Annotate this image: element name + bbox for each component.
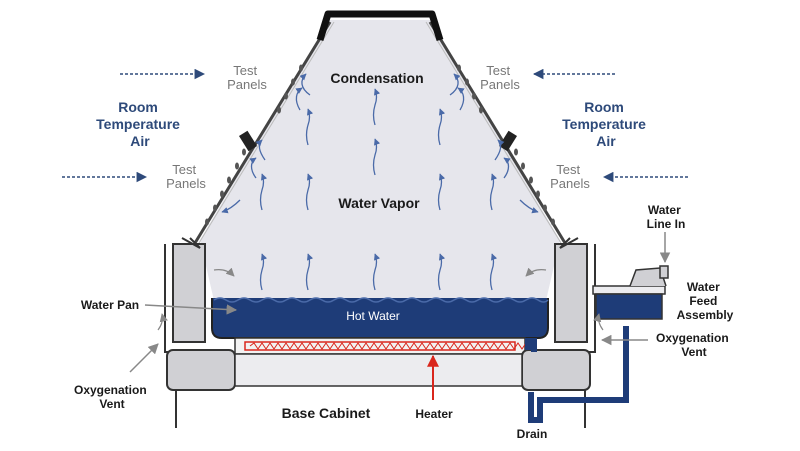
left-panel-wall	[193, 21, 332, 244]
oxygenation-vent-left-arrow	[129, 343, 159, 373]
water-feed-assembly	[592, 265, 669, 320]
heater-element	[244, 341, 516, 351]
chamber-interior	[200, 20, 560, 305]
panel-clip-left	[238, 130, 258, 152]
water-line-in-label: Water Line In	[647, 203, 686, 231]
base-cabinet-label: Base Cabinet	[282, 405, 371, 421]
right-panel-wall	[428, 21, 567, 244]
oxygenation-vent-label-left: Oxygenation Vent	[74, 383, 150, 411]
condensation-label: Condensation	[330, 70, 423, 86]
condensation-flow-arrows	[221, 73, 539, 214]
condensate-droplets	[205, 64, 555, 226]
water-pan-arrow	[144, 304, 238, 315]
vent-airflow-arrows	[157, 267, 604, 331]
water-feed-assembly-label: Water Feed Assembly	[677, 280, 734, 322]
hot-water-label: Hot Water	[346, 309, 400, 323]
test-panels-label-mid-right: Test Panels	[550, 162, 590, 191]
test-panels-label-top-right: Test Panels	[480, 63, 520, 92]
test-panels-label-mid-left: Test Panels	[166, 162, 206, 191]
drain-pipe	[525, 326, 629, 423]
water-pan-label: Water Pan	[81, 298, 139, 312]
heater-label: Heater	[415, 407, 453, 421]
room-air-label-left: Room Temperature Air	[96, 99, 184, 149]
water-surface	[213, 297, 549, 303]
test-panels-label-top-left: Test Panels	[227, 63, 267, 92]
oxygenation-vent-label-right: Oxygenation Vent	[656, 331, 732, 359]
vapor-arrows	[259, 88, 498, 291]
right-side-wall	[540, 237, 596, 353]
room-air-label-right: Room Temperature Air	[562, 99, 650, 149]
base-cabinet	[166, 349, 591, 428]
roof-cap	[316, 10, 444, 42]
water-vapor-label: Water Vapor	[338, 195, 420, 211]
drain-label: Drain	[517, 427, 548, 441]
